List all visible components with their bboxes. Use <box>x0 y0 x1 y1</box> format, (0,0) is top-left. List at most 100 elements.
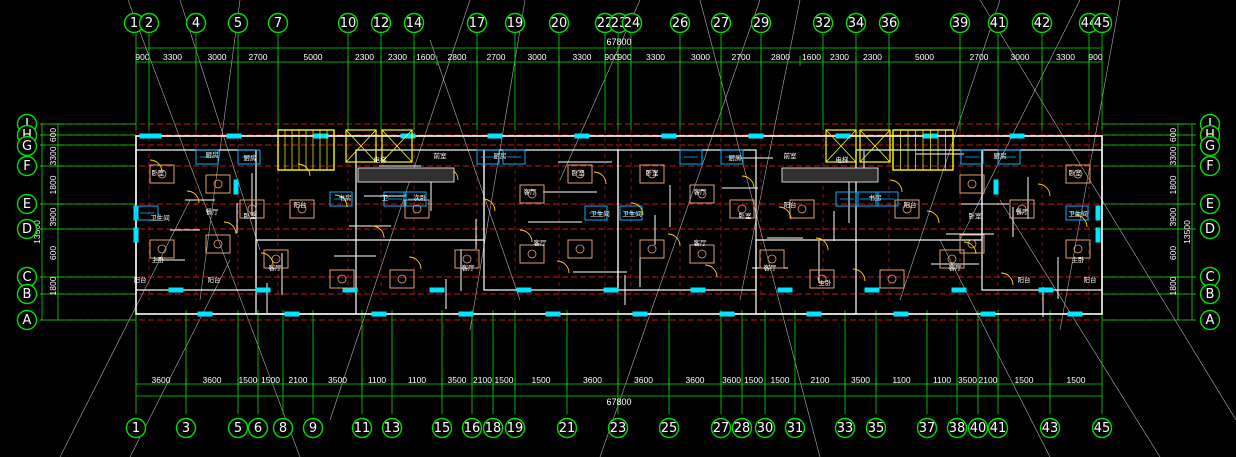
left-axis-bubble-F: F <box>16 155 38 177</box>
construction-line-12 <box>699 0 821 457</box>
unit-wall-5 <box>755 239 857 315</box>
door-swing-9 <box>482 198 496 212</box>
top-total-dim: 67800 <box>606 37 631 47</box>
right-dim-3: 3900 <box>1168 207 1178 226</box>
elevator-0 <box>345 129 377 163</box>
bottom-dim-17: 1500 <box>771 375 790 385</box>
top-axis-bubble-36-19-circle <box>878 12 900 34</box>
furniture-27 <box>959 234 985 254</box>
bottom-axis-bubble-25-14-label: 25 <box>661 421 678 436</box>
room-label-3: 厨房 <box>206 150 219 159</box>
room-label-9: 书房 <box>339 193 352 202</box>
window-29 <box>980 311 996 317</box>
top-axis-bubble-26-14: 26 <box>669 12 691 34</box>
room-label-11: 次卧 <box>414 193 428 202</box>
top-axis-bubble-41-21-label: 41 <box>990 16 1007 31</box>
bottom-axis-bubble-9-5-label: 9 <box>309 421 317 436</box>
room-label-43: 电梯 <box>836 155 850 164</box>
left-dim-4: 600 <box>48 246 58 260</box>
door-swing-7 <box>408 256 422 270</box>
bottom-axis-bubble-28-16: 28 <box>731 417 753 439</box>
top-axis-bubble-29-16: 29 <box>750 12 772 34</box>
room-label-28: 阳台 <box>904 200 917 209</box>
window-12 <box>487 133 503 139</box>
bottom-axis-bubble-21-12: 21 <box>556 417 578 439</box>
furniture-10 <box>454 249 480 269</box>
bottom-axis-bubble-1-0-circle <box>125 417 147 439</box>
bottom-axis-bubble-38-22-label: 38 <box>949 421 966 436</box>
bottom-axis-bubble-33-19-circle <box>834 417 856 439</box>
top-axis-bubble-20-10: 20 <box>548 12 570 34</box>
furniture-detail-1 <box>157 244 167 254</box>
construction-line-13 <box>59 199 191 457</box>
door-swing-22 <box>963 241 977 255</box>
window-28 <box>951 287 967 293</box>
bottom-dim-20: 1100 <box>892 375 911 385</box>
room-label-24: 客厅 <box>764 263 778 272</box>
right-axis-bubble-A-circle <box>1199 309 1221 331</box>
left-axis-bubble-G-circle <box>16 135 38 157</box>
window-4 <box>255 287 271 293</box>
furniture-detail-24 <box>902 204 912 214</box>
door-swing-23 <box>1000 272 1014 286</box>
furniture-21 <box>789 199 815 219</box>
bottom-axis-bubble-38-22-circle <box>946 417 968 439</box>
fixture-17 <box>1065 205 1089 221</box>
furniture-detail-21 <box>797 204 807 214</box>
left-axis-bubble-D-label: D <box>22 222 32 237</box>
door-swing-15 <box>704 264 718 278</box>
furniture-12 <box>519 244 545 264</box>
corridor-band-0 <box>357 167 455 183</box>
construction-line-3 <box>329 0 471 421</box>
door-swing-3 <box>260 252 274 266</box>
top-axis-bubble-42-22-label: 42 <box>1034 16 1051 31</box>
top-axis-bubble-12-6-circle <box>370 12 392 34</box>
bottom-axis-bubble-15-8-label: 15 <box>434 421 451 436</box>
top-axis-bubble-1-0-label: 1 <box>130 16 138 31</box>
left-axis-bubble-G-label: G <box>22 139 32 154</box>
door-swing-2 <box>223 221 237 235</box>
window-25 <box>864 287 880 293</box>
left-axis-bubble-A-label: A <box>23 313 32 328</box>
bottom-dim-0: 3600 <box>152 375 171 385</box>
room-label-1: 主卧 <box>152 255 166 264</box>
window-14 <box>545 311 561 317</box>
left-axis-bubble-J-label: J <box>24 117 29 132</box>
bottom-axis-bubble-31-18-circle <box>784 417 806 439</box>
furniture-detail-9 <box>412 204 422 214</box>
room-labels: 卫生间主卧卧室厨房餐厅厨房卧室客厅阳台书房卫次卧客厅厨房客厅客厅卧室卫生间卫生间… <box>134 150 1097 287</box>
bottom-axis-bubble-33-19-label: 33 <box>837 421 854 436</box>
room-label-20: 客厅 <box>694 187 708 196</box>
bottom-axis-bubble-6-3-label: 6 <box>254 421 262 436</box>
bottom-axis-bubble-33-19: 33 <box>834 417 856 439</box>
top-axis-bubble-5-3: 5 <box>227 12 249 34</box>
bottom-dim-18: 2100 <box>811 375 830 385</box>
top-axis-bubble-42-22: 42 <box>1031 12 1053 34</box>
furniture-5 <box>263 249 289 269</box>
room-label-18: 卫生间 <box>622 209 642 218</box>
right-axis-bubble-G-label: G <box>1205 139 1215 154</box>
top-axis-bubble-36-19-label: 36 <box>881 16 898 31</box>
furniture-16 <box>639 239 665 259</box>
fixture-9 <box>329 191 353 207</box>
top-axis-bubble-17-8-label: 17 <box>469 16 486 31</box>
top-axis-bubble-27-15: 27 <box>710 12 732 34</box>
bottom-axis-bubble-45-26: 45 <box>1091 417 1113 439</box>
fixture-15 <box>855 191 879 207</box>
right-dim-1: 3300 <box>1168 146 1178 165</box>
door-swing-14 <box>667 233 681 247</box>
room-label-35: 主卧 <box>1072 255 1086 264</box>
bottom-dim-3: 1500 <box>261 375 280 385</box>
right-axis-bubble-B-circle <box>1199 283 1221 305</box>
top-axis-bubble-24-13-circle <box>621 12 643 34</box>
left-axis-bubble-H-label: H <box>22 128 32 143</box>
window-19 <box>690 287 706 293</box>
left-axis-bubble-E-circle <box>16 193 38 215</box>
left-axis-bubble-F-label: F <box>23 159 30 174</box>
bottom-dim-12: 3600 <box>583 375 602 385</box>
bottom-axis-bubble-35-20-circle <box>865 417 887 439</box>
top-axis-bubble-27-15-circle <box>710 12 732 34</box>
room-label-23: 卧室 <box>739 211 753 220</box>
construction-line-0 <box>127 0 301 457</box>
